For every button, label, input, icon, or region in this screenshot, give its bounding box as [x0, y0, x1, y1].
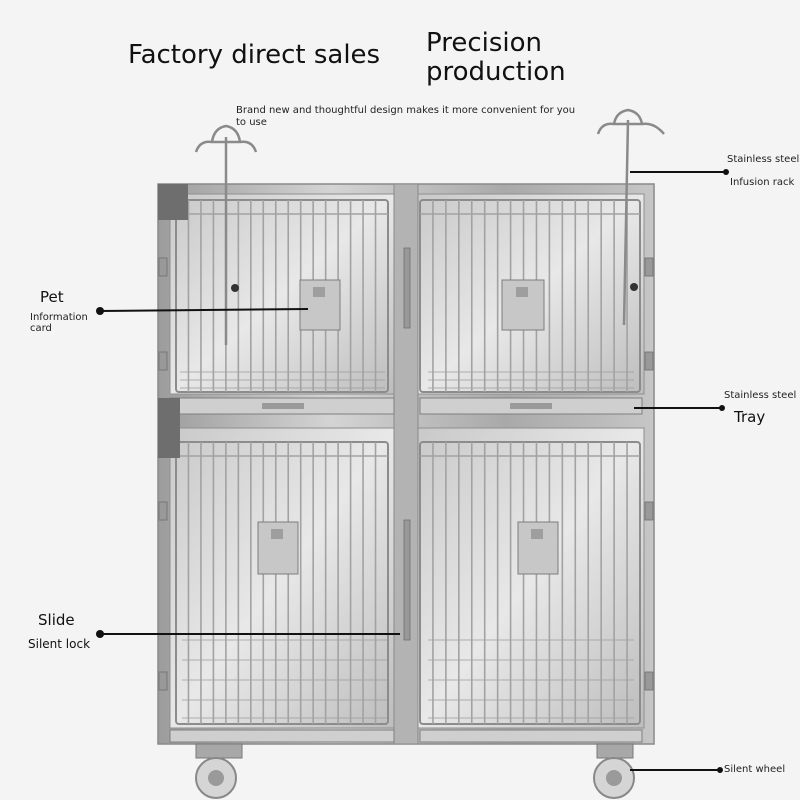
- stainless-trays: [169, 397, 643, 743]
- headline-production: production: [426, 57, 566, 87]
- callout-pet-sub: Information card: [30, 312, 88, 334]
- rack-clamp: [231, 284, 239, 292]
- callout-slide-sub: Silent lock: [28, 637, 91, 651]
- hinges: [158, 247, 654, 691]
- callout-infusion-top: Stainless steel: [727, 154, 800, 165]
- callout-tray-bottom: Tray: [734, 408, 766, 426]
- cage-doors: [175, 199, 641, 725]
- headline-precision: Precision: [426, 28, 543, 58]
- corner-plate: [158, 184, 188, 220]
- callout-infusion-bottom: Infusion rack: [730, 177, 795, 188]
- callout-pet-title: Pet: [40, 288, 64, 306]
- callout-tray-top: Stainless steel: [724, 390, 797, 401]
- rack-clamp: [630, 283, 638, 291]
- compartments: [169, 193, 645, 729]
- callout-dots: [96, 169, 729, 773]
- silent-wheels: [195, 743, 635, 799]
- corner-plate: [158, 398, 180, 458]
- callout-silent-wheel: Silent wheel: [724, 764, 786, 775]
- callout-lines: [99, 171, 726, 771]
- callout-slide-title: Slide: [38, 611, 75, 629]
- information-cards: [257, 279, 559, 575]
- tagline: Brand new and thoughtful design makes it…: [236, 105, 576, 128]
- headline-factory-direct: Factory direct sales: [128, 40, 381, 70]
